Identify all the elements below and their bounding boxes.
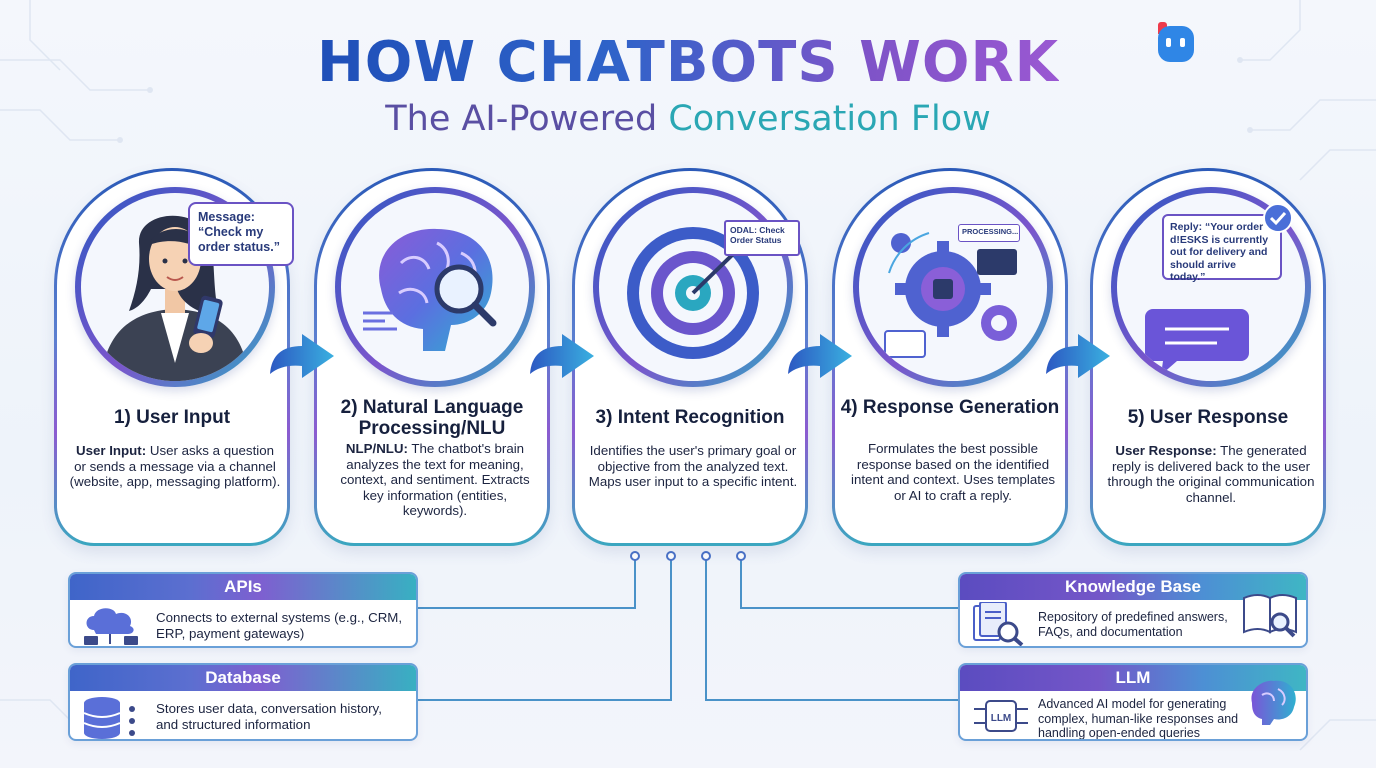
step-title: 4) Response Generation <box>840 397 1060 418</box>
llm-chip-label: LLM <box>991 713 1012 724</box>
intent-flag-label: ODAL: Check Order Status <box>724 220 800 256</box>
flow-arrow-1 <box>270 334 334 378</box>
reply-speech-bubble: Reply: “Your order d!ESKS is currently o… <box>1162 214 1282 283</box>
step-card-response-generation: 4) Response Generation Formulates the be… <box>832 168 1068 546</box>
panel-description: Advanced AI model for generating complex… <box>1038 697 1239 740</box>
step-title: 5) User Response <box>1127 407 1289 428</box>
step-title: 3) Intent Recognition <box>595 407 785 428</box>
page-subtitle: The AI-Powered Conversation Flow <box>385 99 991 139</box>
step-title: 1) User Input <box>113 407 231 428</box>
page-title: HOW CHATBOTS WORK <box>316 30 1060 95</box>
database-panel: Database Stores user data, conversation … <box>68 663 418 741</box>
panel-title: LLM <box>960 665 1306 691</box>
knowledge-base-panel: Knowledge Base Repository of predefined … <box>958 572 1308 648</box>
logo-accent <box>1158 22 1167 34</box>
target-dart-icon <box>627 227 761 359</box>
step-illustration-ring <box>335 187 535 387</box>
robot-head-icon <box>1158 26 1194 62</box>
flow-arrow-3 <box>788 334 852 378</box>
step-card-nlp: 2) Natural Language Processing/NLU NLP/N… <box>314 168 550 546</box>
gears-processing-icon <box>884 232 1017 358</box>
flow-arrow-2 <box>530 334 594 378</box>
apis-panel: APIs Connects to external systems (e.g.,… <box>68 572 418 648</box>
step-illustration-ring <box>593 187 793 387</box>
message-speech-bubble: Message: “Check my order status.” <box>188 202 294 266</box>
step-illustration-ring <box>853 187 1053 387</box>
open-book-icon <box>1243 594 1297 638</box>
step-description: Formulates the best possible response ba… <box>851 441 1055 503</box>
step-title: 2) Natural Language Processing/NLU <box>340 397 524 439</box>
panel-description: Stores user data, conversation history, … <box>156 701 382 732</box>
step-description: Identifies the user's primary goal or ob… <box>588 443 798 489</box>
flow-arrow-4 <box>1046 334 1110 378</box>
panel-description: Connects to external systems (e.g., CRM,… <box>156 610 403 641</box>
llm-chip-icon: LLM <box>974 700 1028 732</box>
brain-magnifier-icon <box>363 228 497 351</box>
brain-icon <box>1251 680 1296 725</box>
chat-bubble-icon <box>1145 309 1249 375</box>
step-description: NLP/NLU: The chatbot's brain analyzes th… <box>340 441 530 518</box>
step-description: User Input: User asks a question or send… <box>69 443 281 489</box>
panel-title: Database <box>70 665 416 691</box>
cloud-network-icon <box>84 608 138 645</box>
llm-panel: LLM LLM Advanced AI model for generating… <box>958 663 1308 741</box>
checkmark-icon <box>1263 203 1293 233</box>
panel-description: Repository of predefined answers, FAQs, … <box>1038 610 1228 639</box>
processing-tag: PROCESSING... <box>958 224 1020 242</box>
iapp-logo: iapp <box>1156 16 1360 68</box>
database-icon <box>83 697 135 739</box>
documents-magnifier-icon <box>973 602 1024 646</box>
panel-title: APIs <box>70 574 416 600</box>
step-description: User Response: The generated reply is de… <box>1107 443 1315 505</box>
